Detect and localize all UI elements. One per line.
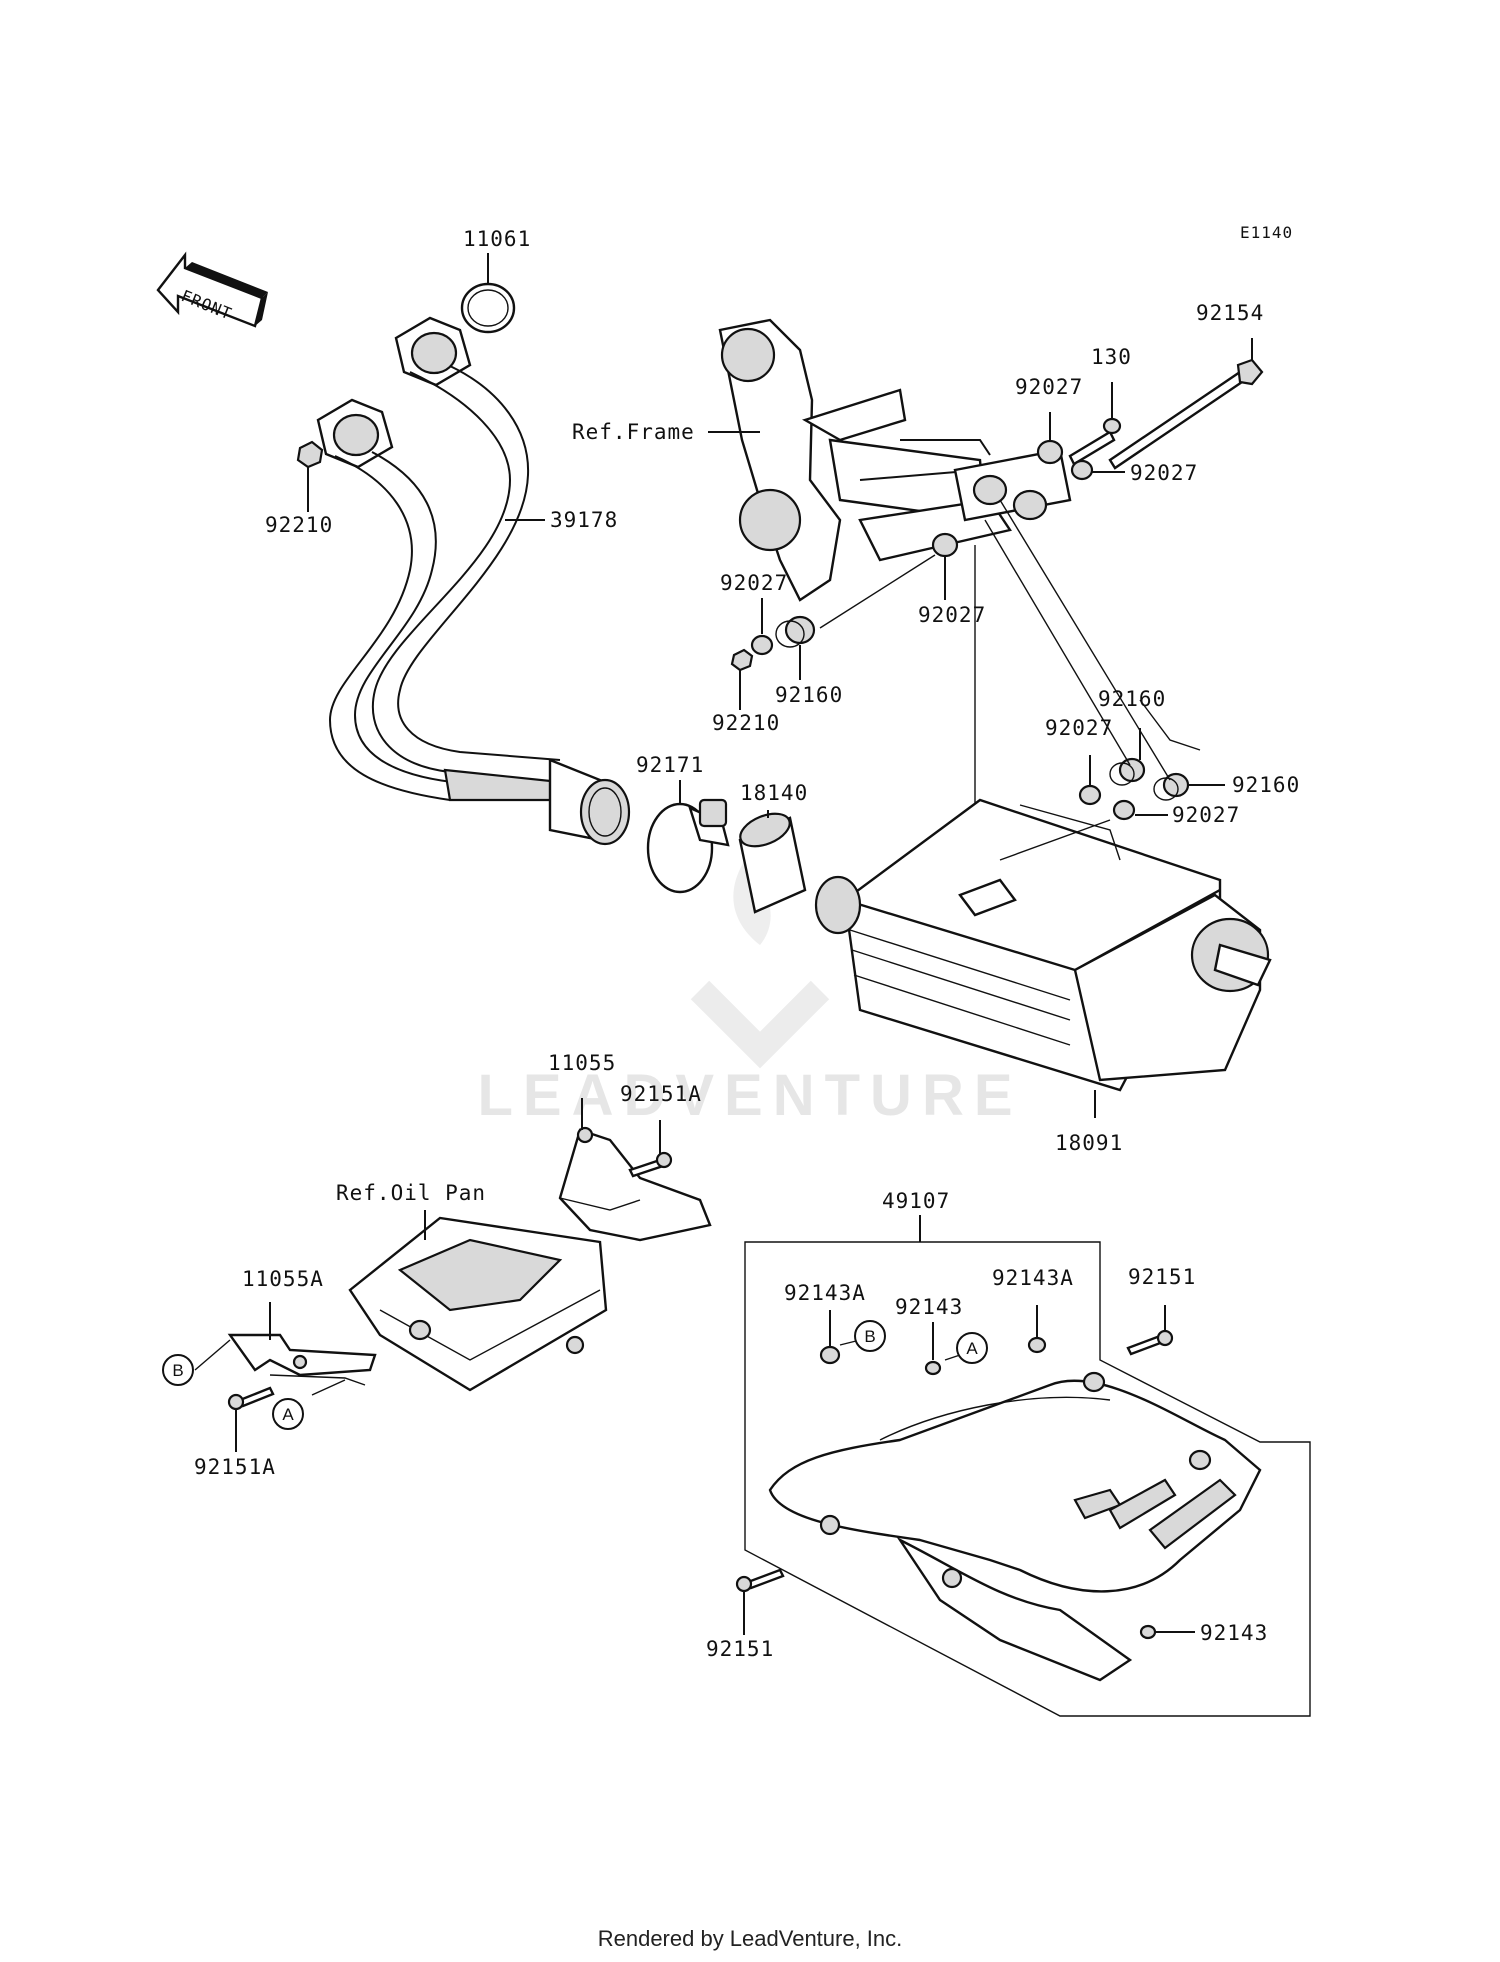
marker-a-oil-pan: A: [272, 1398, 304, 1430]
part-label-92027: 92027: [1172, 803, 1240, 827]
part-label-39178: 39178: [550, 508, 618, 532]
washer-92027: [750, 634, 774, 656]
grommet-92143A: [819, 1345, 841, 1365]
svg-text:B: B: [864, 1327, 875, 1346]
muffler-18091: [814, 798, 1272, 1092]
oil-pan-reference: [348, 1216, 608, 1392]
part-label-130: 130: [1091, 345, 1132, 369]
part-label-92027: 92027: [1045, 716, 1113, 740]
muffler-cover-49107: [744, 1241, 1311, 1717]
part-label-92151A: 92151A: [194, 1455, 276, 1479]
marker-a-cover: A: [956, 1332, 988, 1364]
grommet-92143A: [1027, 1336, 1047, 1354]
part-label-18091: 18091: [1055, 1131, 1123, 1155]
part-label-92160: 92160: [1098, 687, 1166, 711]
part-label-92143A: 92143A: [992, 1266, 1074, 1290]
clamp-92171: [646, 798, 730, 894]
marker-b-cover: B: [854, 1320, 886, 1352]
washer-92027: [931, 532, 959, 558]
washer-92027: [1112, 799, 1136, 821]
screw-92151: [735, 1568, 785, 1593]
svg-text:A: A: [966, 1339, 978, 1358]
ref-oil-pan-label: Ref.Oil Pan: [336, 1181, 486, 1205]
gasket-ring: [460, 282, 516, 334]
part-label-18140: 18140: [740, 781, 808, 805]
watermark: LEADVENTURE: [477, 860, 1022, 1128]
part-label-92027: 92027: [1130, 461, 1198, 485]
part-label-92151A: 92151A: [620, 1082, 702, 1106]
part-label-11055: 11055: [548, 1051, 616, 1075]
svg-text:A: A: [282, 1405, 294, 1424]
diagram-code: E1140: [1240, 223, 1293, 242]
nut-92210: [296, 440, 324, 469]
part-label-92160: 92160: [1232, 773, 1300, 797]
leader-lines: [194, 253, 1253, 1635]
bracket-11055: [558, 1126, 712, 1242]
ref-frame-label: Ref.Frame: [572, 420, 695, 444]
part-label-11061: 11061: [463, 227, 531, 251]
part-label-92210: 92210: [712, 711, 780, 735]
frame-reference: [718, 318, 1072, 602]
part-label-49107: 49107: [882, 1189, 950, 1213]
nut-92210: [730, 648, 754, 672]
grommet-92143: [1139, 1624, 1157, 1640]
screw-92151: [1126, 1329, 1174, 1356]
washer-92027: [1070, 459, 1094, 481]
part-label-92027: 92027: [1015, 375, 1083, 399]
screw-92151A: [227, 1386, 275, 1411]
screw-92151A: [628, 1151, 673, 1178]
collar-18140: [738, 812, 807, 914]
bolt-130: [1068, 417, 1122, 466]
washer-92027: [1036, 439, 1064, 465]
grommet-92160: [1118, 757, 1146, 783]
part-label-92160: 92160: [775, 683, 843, 707]
part-label-11055A: 11055A: [242, 1267, 324, 1291]
part-label-92027: 92027: [720, 571, 788, 595]
svg-text:B: B: [172, 1361, 183, 1380]
washer-92027: [1078, 784, 1102, 806]
exhaust-header-pipe: [316, 282, 631, 846]
part-label-92171: 92171: [636, 753, 704, 777]
part-label-92143: 92143: [1200, 1621, 1268, 1645]
part-label-92154: 92154: [1196, 301, 1264, 325]
footer-credit: Rendered by LeadVenture, Inc.: [598, 1926, 903, 1951]
bracket-11055A: [227, 1333, 377, 1386]
part-label-92210: 92210: [265, 513, 333, 537]
watermark-text: LEADVENTURE: [477, 1063, 1022, 1128]
marker-b-oil-pan: B: [162, 1354, 194, 1386]
part-label-92027: 92027: [918, 603, 986, 627]
bolt-92154: [1108, 358, 1264, 470]
grommet-92143: [924, 1360, 942, 1376]
part-label-92151: 92151: [706, 1637, 774, 1661]
part-label-92143A: 92143A: [784, 1281, 866, 1305]
part-label-92151: 92151: [1128, 1265, 1196, 1289]
front-arrow-icon: FRONT: [156, 251, 268, 328]
part-label-92143: 92143: [895, 1295, 963, 1319]
